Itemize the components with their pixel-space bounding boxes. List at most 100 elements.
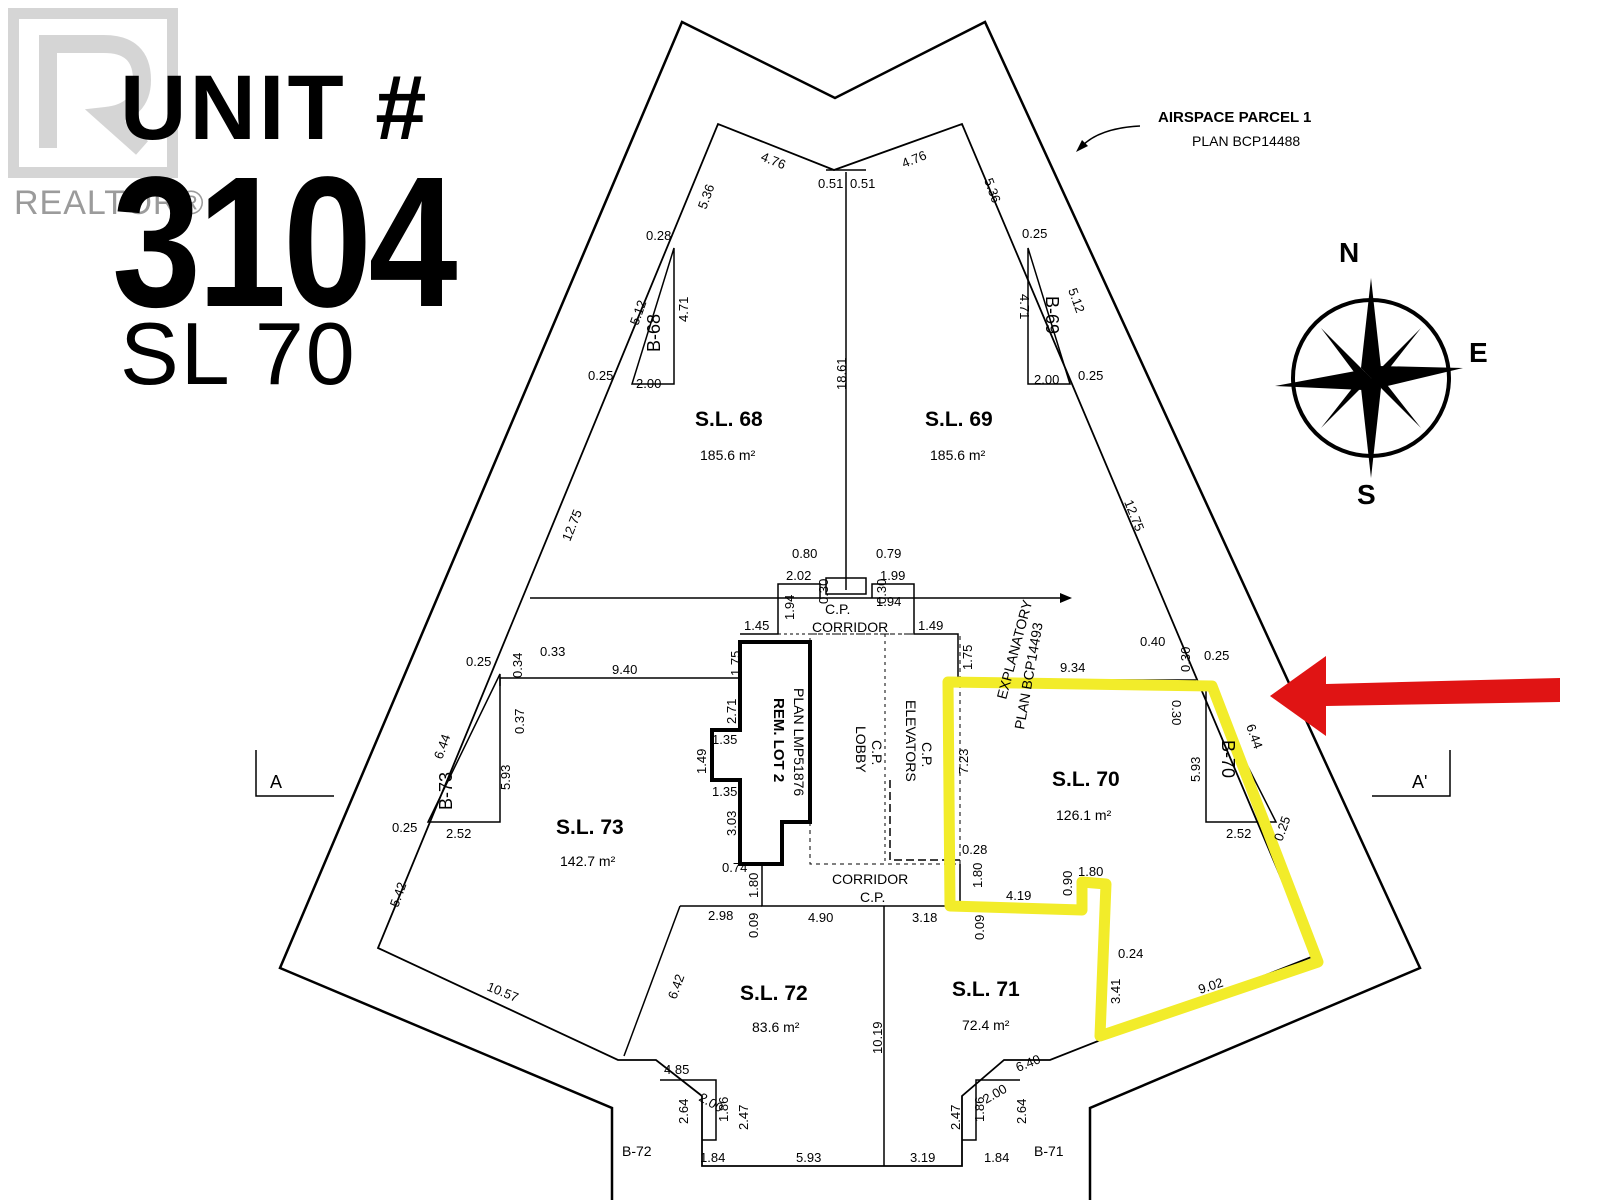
- dim-label: 4.71: [676, 297, 691, 322]
- rem-lot-label: REM. LOT 2: [770, 698, 787, 782]
- dim-label: 6.40: [1014, 1051, 1043, 1074]
- realtor-logo-icon: [8, 8, 178, 178]
- dim-label: 0.24: [1118, 946, 1143, 961]
- dim-label: 0.30: [816, 579, 831, 604]
- dim-label: 1.84: [700, 1150, 725, 1165]
- dim-label: 5.36: [695, 182, 718, 211]
- dim-label: 0.28: [646, 228, 671, 243]
- dim-label: 0.34: [510, 653, 525, 678]
- dim-label: 5.36: [981, 176, 1004, 205]
- dim-label: 0.30: [1169, 700, 1184, 725]
- dim-label: 1.35: [712, 732, 737, 747]
- dim-label: 0.51: [850, 176, 875, 191]
- dim-label: 0.25: [1078, 368, 1103, 383]
- dim-label: 0.25: [1204, 648, 1229, 663]
- dim-label: 2.00: [636, 376, 661, 391]
- dim-label: 1.80: [1078, 864, 1103, 879]
- dim-label: 0.80: [792, 546, 817, 561]
- unit-number: 3104: [112, 139, 458, 346]
- sl70-highlight-outline: [942, 676, 1324, 1042]
- airspace-parcel-plan: PLAN BCP14488: [1192, 133, 1300, 149]
- compass-north: N: [1339, 238, 1359, 268]
- dim-label: 1.49: [694, 749, 709, 774]
- dim-label: 3.03: [724, 811, 739, 836]
- sl73-label: S.L. 73: [556, 816, 624, 839]
- dim-label: 1.84: [984, 1150, 1009, 1165]
- rem-lot-plan: PLAN LMP51876: [791, 688, 807, 796]
- dim-label: 5.93: [796, 1150, 821, 1165]
- dim-label: 0.25: [392, 820, 417, 835]
- dim-label: 6.44: [431, 732, 454, 761]
- dim-label: 2.71: [724, 699, 739, 724]
- dim-label: 1.80: [970, 863, 985, 888]
- sl71-label: S.L. 71: [952, 978, 1020, 1001]
- dim-label: 0.79: [876, 546, 901, 561]
- dim-label: 0.25: [588, 368, 613, 383]
- dim-label: 1.45: [744, 618, 769, 633]
- compass-east: E: [1469, 337, 1488, 368]
- sl68-label: S.L. 68: [695, 408, 763, 431]
- dim-label: 1.35: [712, 784, 737, 799]
- dim-label: 0.51: [818, 176, 843, 191]
- section-a-left: A: [270, 772, 282, 792]
- dim-label: 2.52: [446, 826, 471, 841]
- dim-label: 0.30: [1178, 647, 1193, 672]
- dim-label: 0.28: [962, 842, 987, 857]
- dim-label: 2.52: [1226, 826, 1251, 841]
- dim-label: 0.40: [1140, 634, 1165, 649]
- dim-label: 9.34: [1060, 660, 1085, 675]
- dim-label: 5.93: [498, 765, 513, 790]
- sl69-area: 185.6 m²: [930, 447, 986, 463]
- dim-label: 5.93: [1188, 757, 1203, 782]
- red-arrow-icon: [1270, 656, 1560, 736]
- realtor-watermark-text: REALTOR®: [14, 184, 205, 222]
- dim-label: 2.64: [676, 1099, 691, 1124]
- dim-label: 4.85: [664, 1062, 689, 1077]
- dim-label: 1.75: [960, 645, 975, 670]
- corridor-top-cp: C.P.: [825, 601, 850, 617]
- dim-label: 1.75: [728, 651, 743, 676]
- dim-label: 1.94: [782, 595, 797, 620]
- lobby-cp: C.P.: [869, 740, 885, 765]
- dim-label: 7.23: [956, 749, 971, 774]
- dim-label: 1.49: [918, 618, 943, 633]
- dim-label: 18.61: [834, 357, 849, 390]
- dim-label: 4.76: [900, 147, 929, 170]
- dim-label: 0.09: [972, 915, 987, 940]
- dim-label: 0.25: [1022, 226, 1047, 241]
- sl69-label: S.L. 69: [925, 408, 993, 431]
- dim-label: 6.44: [1243, 722, 1266, 751]
- dim-label: 3.19: [910, 1150, 935, 1165]
- dim-label: 0.25: [466, 654, 491, 669]
- dim-label: 2.02: [786, 568, 811, 583]
- corridor-bottom-cp: C.P.: [860, 889, 885, 905]
- sl73-area: 142.7 m²: [560, 853, 616, 869]
- dim-label: 4.76: [759, 149, 788, 172]
- b71-label: B-71: [1034, 1143, 1064, 1159]
- dim-label: 0.37: [512, 709, 527, 734]
- b69-label: B-69: [1042, 296, 1062, 334]
- corridor-top-label: CORRIDOR: [812, 619, 888, 635]
- realtor-watermark: REALTOR®: [8, 8, 204, 222]
- dim-label: 3.41: [1108, 979, 1123, 1004]
- dim-label: 2.00: [980, 1081, 1009, 1107]
- dim-label: 5.42: [387, 880, 410, 909]
- dim-label: 10.19: [870, 1021, 885, 1054]
- elevators-label: ELEVATORS: [903, 700, 919, 782]
- b73-label: B-73: [436, 772, 456, 810]
- dim-label: 12.75: [559, 507, 585, 543]
- dim-label: 2.98: [708, 908, 733, 923]
- dim-label: 3.18: [912, 910, 937, 925]
- corridor-bottom-label: CORRIDOR: [832, 871, 908, 887]
- strata-lot-label: SL 70: [120, 304, 357, 403]
- dim-label: 9.40: [612, 662, 637, 677]
- dim-label: 1.99: [880, 568, 905, 583]
- dim-label: 0.09: [746, 913, 761, 938]
- dim-label: 12.75: [1121, 498, 1147, 534]
- dim-label: 1.94: [876, 594, 901, 609]
- sl70-area: 126.1 m²: [1056, 807, 1112, 823]
- airspace-parcel-boundary: [278, 20, 1422, 1200]
- unit-label: UNIT #: [120, 57, 430, 159]
- elevators-cp: C.P.: [919, 742, 935, 767]
